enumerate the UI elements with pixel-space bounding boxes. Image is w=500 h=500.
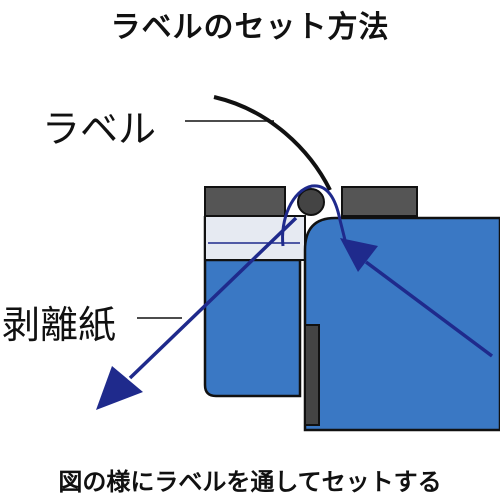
right-top-bar xyxy=(341,186,418,217)
release-arrow-line xyxy=(128,216,298,380)
left-top-bar xyxy=(204,186,286,217)
right-body xyxy=(303,216,500,432)
feed-arrow-head xyxy=(340,238,378,272)
diagram-title: ラベルのセット方法 xyxy=(110,10,390,45)
label-curve xyxy=(213,95,332,191)
release-paper-text: 剥離紙 xyxy=(2,303,117,347)
caption: 図の様にラベルを通してセットする xyxy=(58,468,442,496)
roller xyxy=(297,188,325,216)
label-text: ラベル xyxy=(42,107,157,151)
label-path xyxy=(281,184,348,247)
feed-arrow-line xyxy=(364,260,494,358)
release-arrow-head xyxy=(96,366,143,410)
right-body-dark-strip xyxy=(304,324,320,426)
